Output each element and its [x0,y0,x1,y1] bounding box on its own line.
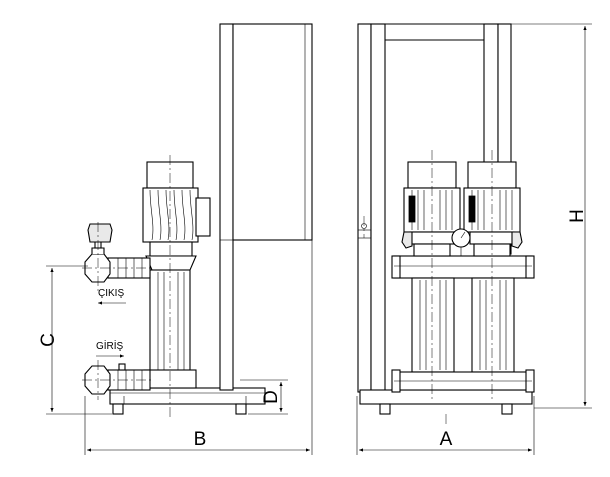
dimension-d-label: D [261,390,282,404]
dimension-a-label: A [440,429,453,450]
front-base-frame [359,389,533,415]
front-motor-left [401,161,461,249]
dimension-c-label: C [38,333,59,347]
side-pump-motor [142,161,211,271]
dimension-b-label: B [194,429,207,450]
front-pump-bodies [411,277,515,373]
front-outlet-manifold [391,243,535,279]
side-flow-annotations: ÇIKIŞ GİRİŞ [96,288,126,358]
front-inlet-manifold [391,369,535,393]
side-base-frame [109,387,266,415]
side-view: ÇIKIŞ GİRİŞ [82,23,313,420]
pressure-gauge-icon [451,228,471,256]
side-outlet-valve [84,223,151,283]
inlet-label: GİRİŞ [96,339,124,352]
side-inlet-valve [84,363,151,395]
dimension-h-label: H [567,209,588,223]
front-view [357,23,535,424]
front-motor-right [463,161,523,249]
outlet-label: ÇIKIŞ [98,288,124,299]
side-control-panel [219,23,313,391]
front-dimensions: A H [356,23,592,455]
side-dimensions: C D B [38,240,313,455]
